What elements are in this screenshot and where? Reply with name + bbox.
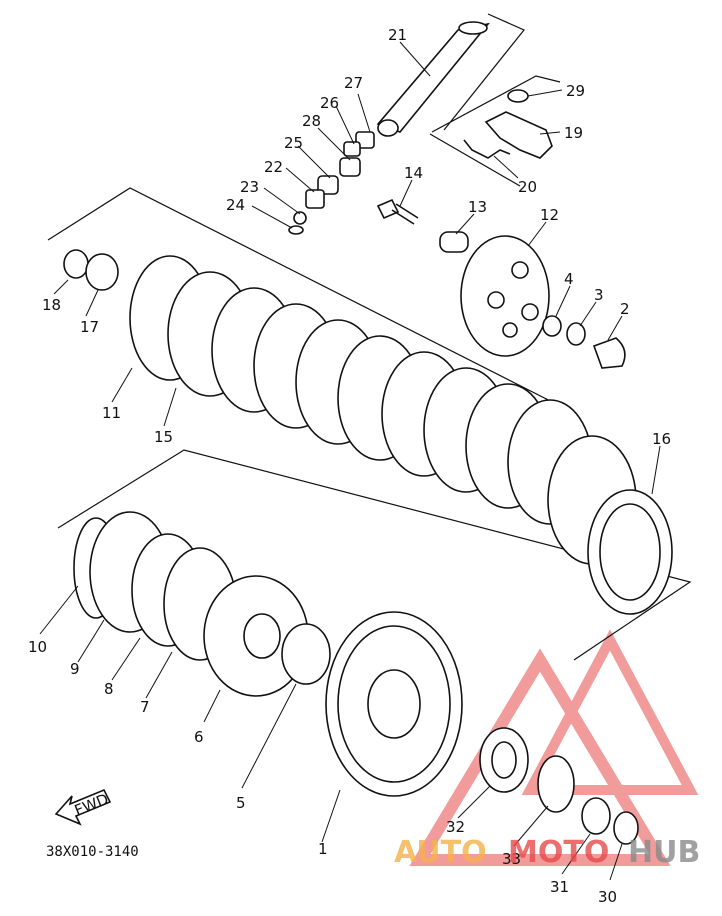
- part-label-11: 11: [102, 404, 121, 422]
- part-label-2: 2: [620, 300, 630, 318]
- watermark-part2: MOTO: [508, 835, 609, 870]
- part-label-27: 27: [344, 74, 363, 92]
- part-label-33: 33: [502, 850, 521, 868]
- part-label-19: 19: [564, 124, 583, 142]
- leader-lines: [39, 41, 661, 881]
- part-label-32: 32: [446, 818, 465, 836]
- part-label-12: 12: [540, 206, 559, 224]
- part-label-30: 30: [598, 888, 617, 906]
- part-label-6: 6: [194, 728, 204, 746]
- bearings-and-spacers: [479, 727, 639, 845]
- clutch-boss: [203, 575, 331, 697]
- part-label-14: 14: [404, 164, 423, 182]
- part-label-20: 20: [518, 178, 537, 196]
- watermark-text: AUTO MOTO HUB: [394, 835, 700, 870]
- part-label-31: 31: [550, 878, 569, 896]
- part-label-10: 10: [28, 638, 47, 656]
- pressure-plate: [460, 235, 550, 357]
- shift-lever: [463, 89, 553, 159]
- part-label-8: 8: [104, 680, 114, 698]
- fwd-label: FWD: [72, 790, 111, 820]
- part-label-9: 9: [70, 660, 80, 678]
- lower-stack-frame: [57, 449, 692, 661]
- nut-and-lockwasher: [63, 249, 119, 291]
- part-label-18: 18: [42, 296, 61, 314]
- part-label-3: 3: [594, 286, 604, 304]
- part-label-15: 15: [154, 428, 173, 446]
- small-parts: [288, 131, 375, 235]
- shift-group-frame: [429, 13, 561, 187]
- part-label-17: 17: [80, 318, 99, 336]
- primary-driven-gear: [325, 611, 463, 797]
- part-label-5: 5: [236, 794, 246, 812]
- washers-and-cap: [542, 315, 626, 369]
- watermark-part1: AUTO: [394, 835, 487, 870]
- plate-stack-upper: [129, 255, 673, 615]
- bolt-and-spring: [376, 198, 469, 253]
- part-label-28: 28: [302, 112, 321, 130]
- drawing-code: 38X010-3140: [46, 844, 139, 860]
- watermark-part3: HUB: [628, 835, 700, 870]
- part-label-21: 21: [388, 26, 407, 44]
- fwd-arrow-icon: FWD: [54, 788, 112, 826]
- part-label-22: 22: [264, 158, 283, 176]
- part-labels: 1 2 3 4 5 6 7 8 9 10 11 12 13 14 15 16 1…: [28, 26, 671, 906]
- part-label-25: 25: [284, 134, 303, 152]
- part-label-23: 23: [240, 178, 259, 196]
- part-label-7: 7: [140, 698, 150, 716]
- part-label-13: 13: [468, 198, 487, 216]
- part-label-29: 29: [566, 82, 585, 100]
- part-label-26: 26: [320, 94, 339, 112]
- push-rod: [376, 21, 491, 137]
- part-label-24: 24: [226, 196, 245, 214]
- part-label-1: 1: [318, 840, 328, 858]
- part-label-16: 16: [652, 430, 671, 448]
- part-label-4: 4: [564, 270, 574, 288]
